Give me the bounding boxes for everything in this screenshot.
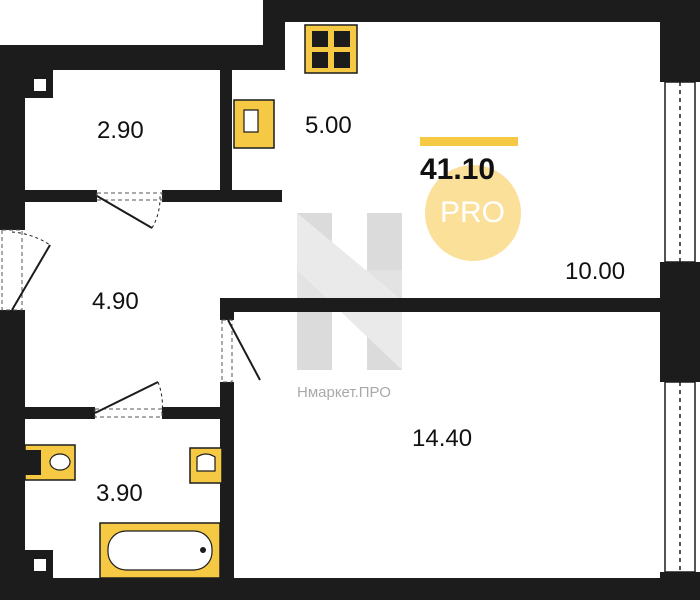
room-area-living: 10.00 [565,258,626,285]
bathroom-sink [189,447,223,484]
watermark-logo [297,213,402,370]
total-area: 41.10 [420,153,496,186]
pro-badge [425,165,521,261]
room-area-storage: 2.90 [97,117,144,144]
area-accent-bar [420,137,518,146]
watermark-text: Нмаркет.ПРО [297,384,391,401]
kitchen-stove [304,24,358,74]
windows [664,81,696,573]
doors [1,192,261,418]
toilet [24,444,76,481]
kitchen-sink [233,99,275,149]
pro-badge-text: PRO [440,196,506,229]
room-area-hall: 4.90 [92,288,139,315]
room-area-bathroom: 3.90 [96,480,143,507]
bathtub [99,522,221,579]
room-area-bedroom: 14.40 [412,425,473,452]
room-area-kitchen: 5.00 [305,112,352,139]
